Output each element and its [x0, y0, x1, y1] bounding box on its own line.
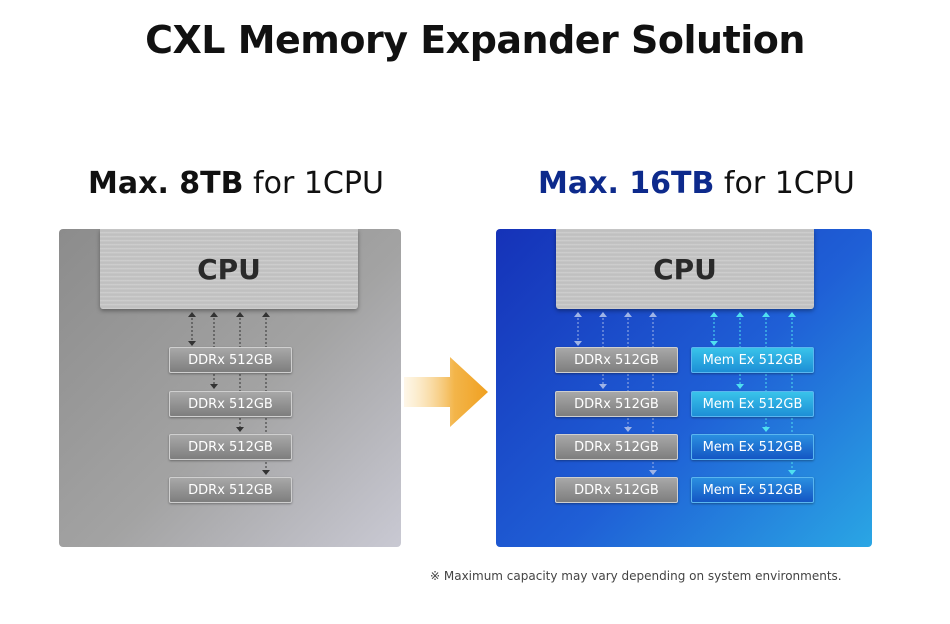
diagram-title: CXL Memory Expander Solution	[145, 18, 805, 62]
left-heading-suffix: for 1CPU	[253, 166, 384, 201]
right-heading-suffix: for 1CPU	[723, 166, 855, 201]
right-heading-capacity: Max. 16TB	[538, 166, 715, 201]
left-ddr-module-4: DDRx 512GB	[169, 477, 292, 503]
right-ddr-module-3: DDRx 512GB	[555, 434, 678, 460]
right-ddr-module-4: DDRx 512GB	[555, 477, 678, 503]
left-ddr-module-2: DDRx 512GB	[169, 391, 292, 417]
expansion-arrow-icon	[404, 357, 488, 427]
left-panel: CPU DDRx 512GB DDRx 512GB DDRx 512GB DDR…	[59, 229, 401, 547]
left-heading-capacity: Max. 8TB	[88, 166, 244, 201]
left-ddr-module-3: DDRx 512GB	[169, 434, 292, 460]
right-heading: Max. 16TB for 1CPU	[538, 166, 855, 201]
left-cpu-block: CPU	[100, 229, 358, 309]
right-memory-arrows	[574, 312, 796, 475]
right-memex-module-2: Mem Ex 512GB	[691, 391, 814, 417]
capacity-footnote: ※ Maximum capacity may vary depending on…	[430, 569, 842, 583]
left-ddr-module-1: DDRx 512GB	[169, 347, 292, 373]
right-cpu-block: CPU	[556, 229, 814, 309]
right-memex-module-1: Mem Ex 512GB	[691, 347, 814, 373]
right-memex-module-4: Mem Ex 512GB	[691, 477, 814, 503]
left-heading: Max. 8TB for 1CPU	[88, 166, 384, 201]
right-ddr-module-2: DDRx 512GB	[555, 391, 678, 417]
right-memex-module-3: Mem Ex 512GB	[691, 434, 814, 460]
right-panel: CPU	[496, 229, 872, 547]
right-ddr-module-1: DDRx 512GB	[555, 347, 678, 373]
